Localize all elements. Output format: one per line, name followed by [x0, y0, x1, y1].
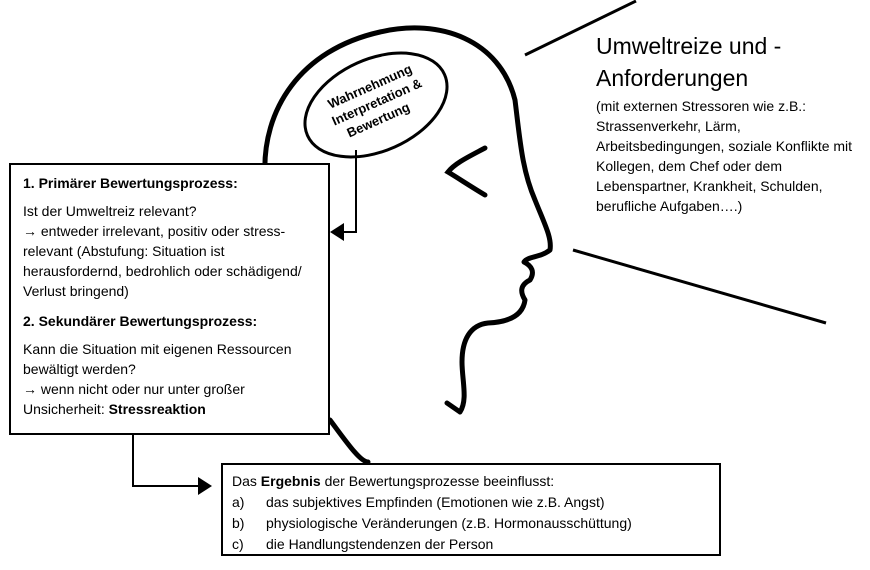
ray-upper: [524, 0, 637, 57]
secondary-appraisal-heading: 2. Sekundärer Bewertungsprozess:: [23, 313, 258, 329]
connector-ellipse-to-box: [340, 150, 357, 233]
result-intro-pre: Das: [232, 473, 261, 489]
result-box: Das Ergebnis der Bewertungsprozesse beei…: [221, 463, 721, 556]
result-item-a: a) das subjektives Empfinden (Emotionen w…: [232, 492, 719, 513]
secondary-appraisal-question: Kann die Situation mit eigenen Ressource…: [23, 341, 292, 377]
result-item-marker: a): [232, 494, 245, 510]
environment-stimuli: Umweltreize und - Anforderungen (mit ext…: [596, 30, 866, 216]
ray-lower: [572, 248, 827, 325]
result-intro-bold: Ergebnis: [260, 473, 321, 489]
result-item-marker: c): [232, 536, 244, 552]
result-intro-post: der Bewertungsprozesse beeinflusst:: [320, 473, 555, 489]
result-item-c: c) die Handlungstendenzen der Person: [232, 534, 719, 555]
head-profile-outline: [262, 25, 553, 415]
primary-appraisal-question: Ist der Umweltreiz relevant?: [23, 203, 197, 219]
stress-reaction-label: Stressreaktion: [108, 401, 206, 417]
ellipse-label: Wahrnehmung Interpretation & Bewertung: [326, 61, 425, 140]
environment-description: (mit externen Stressoren wie z.B.: Stras…: [596, 98, 853, 214]
head-neck-left: [327, 417, 371, 465]
result-item-marker: b): [232, 515, 245, 531]
eye-mark: [444, 145, 488, 198]
result-item-text: die Handlungstendenzen der Person: [266, 536, 494, 552]
environment-title-2: Anforderungen: [596, 65, 749, 91]
secondary-appraisal-answer: → wenn nicht oder nur unter großer Unsic…: [23, 379, 318, 419]
primary-appraisal-answer: → entweder irrelevant, positiv oder stre…: [23, 223, 302, 299]
arrowhead-to-box: [330, 223, 344, 241]
environment-title-1: Umweltreize und -: [596, 33, 782, 59]
primary-appraisal-heading: 1. Primärer Bewertungsprozess:: [23, 175, 238, 191]
result-item-text: das subjektives Empfinden (Emotionen wie…: [266, 494, 605, 510]
connector-box-to-result: [132, 435, 200, 487]
result-intro: Das Ergebnis der Bewertungsprozesse beei…: [232, 471, 719, 492]
result-item-b: b) physiologische Veränderungen (z.B. Hor…: [232, 513, 719, 534]
secondary-answer-text: → wenn nicht oder nur unter großer Unsic…: [23, 381, 245, 417]
arrowhead-to-result: [198, 477, 212, 495]
perception-ellipse: [303, 51, 449, 159]
appraisal-box: 1. Primärer Bewertungsprozess: Ist der U…: [9, 163, 330, 435]
result-item-text: physiologische Veränderungen (z.B. Hormo…: [266, 515, 632, 531]
